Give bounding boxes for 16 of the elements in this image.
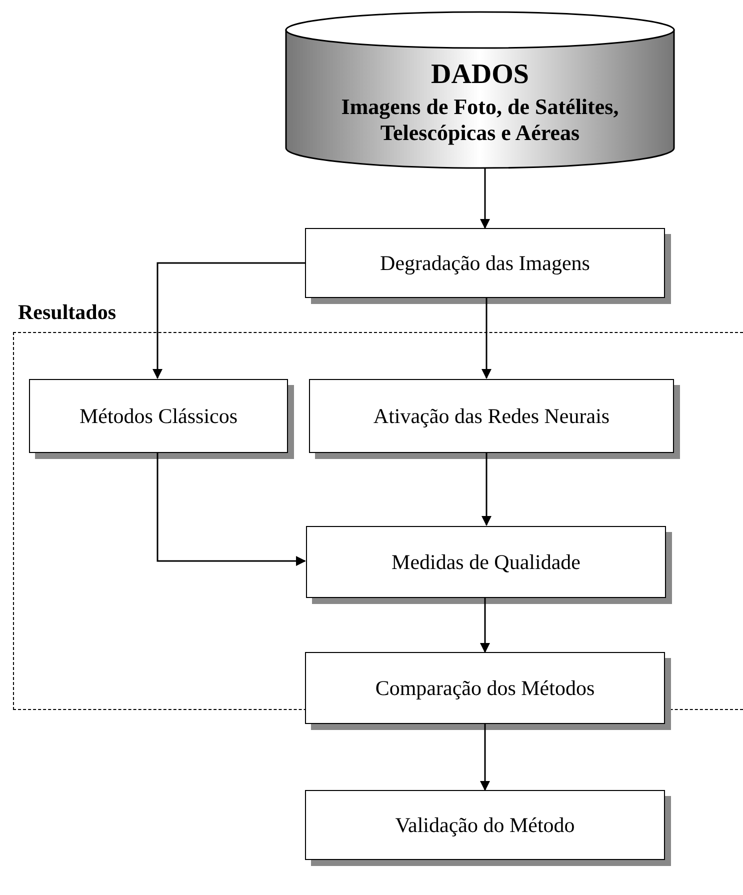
arrow bbox=[152, 262, 305, 379]
arrow bbox=[156, 452, 306, 566]
arrow bbox=[480, 597, 490, 653]
box-label: Validação do Método bbox=[395, 812, 575, 838]
database-title: DADOS bbox=[430, 58, 530, 92]
group-heading: Resultados bbox=[18, 300, 116, 325]
box-label: Ativação das Redes Neurais bbox=[373, 404, 610, 428]
database-description: Imagens de Foto, de Satélites, Telescópicas e Aéreas bbox=[340, 94, 620, 147]
box-label: Comparação dos Métodos bbox=[375, 676, 595, 700]
box-label: Degradação das Imagens bbox=[380, 250, 590, 276]
arrow bbox=[482, 452, 492, 526]
arrow bbox=[480, 168, 490, 229]
arrow bbox=[480, 724, 490, 791]
box-label: Medidas de Qualidade bbox=[392, 550, 580, 574]
arrow bbox=[482, 298, 492, 379]
box-label: Métodos Clássicos bbox=[79, 404, 238, 428]
